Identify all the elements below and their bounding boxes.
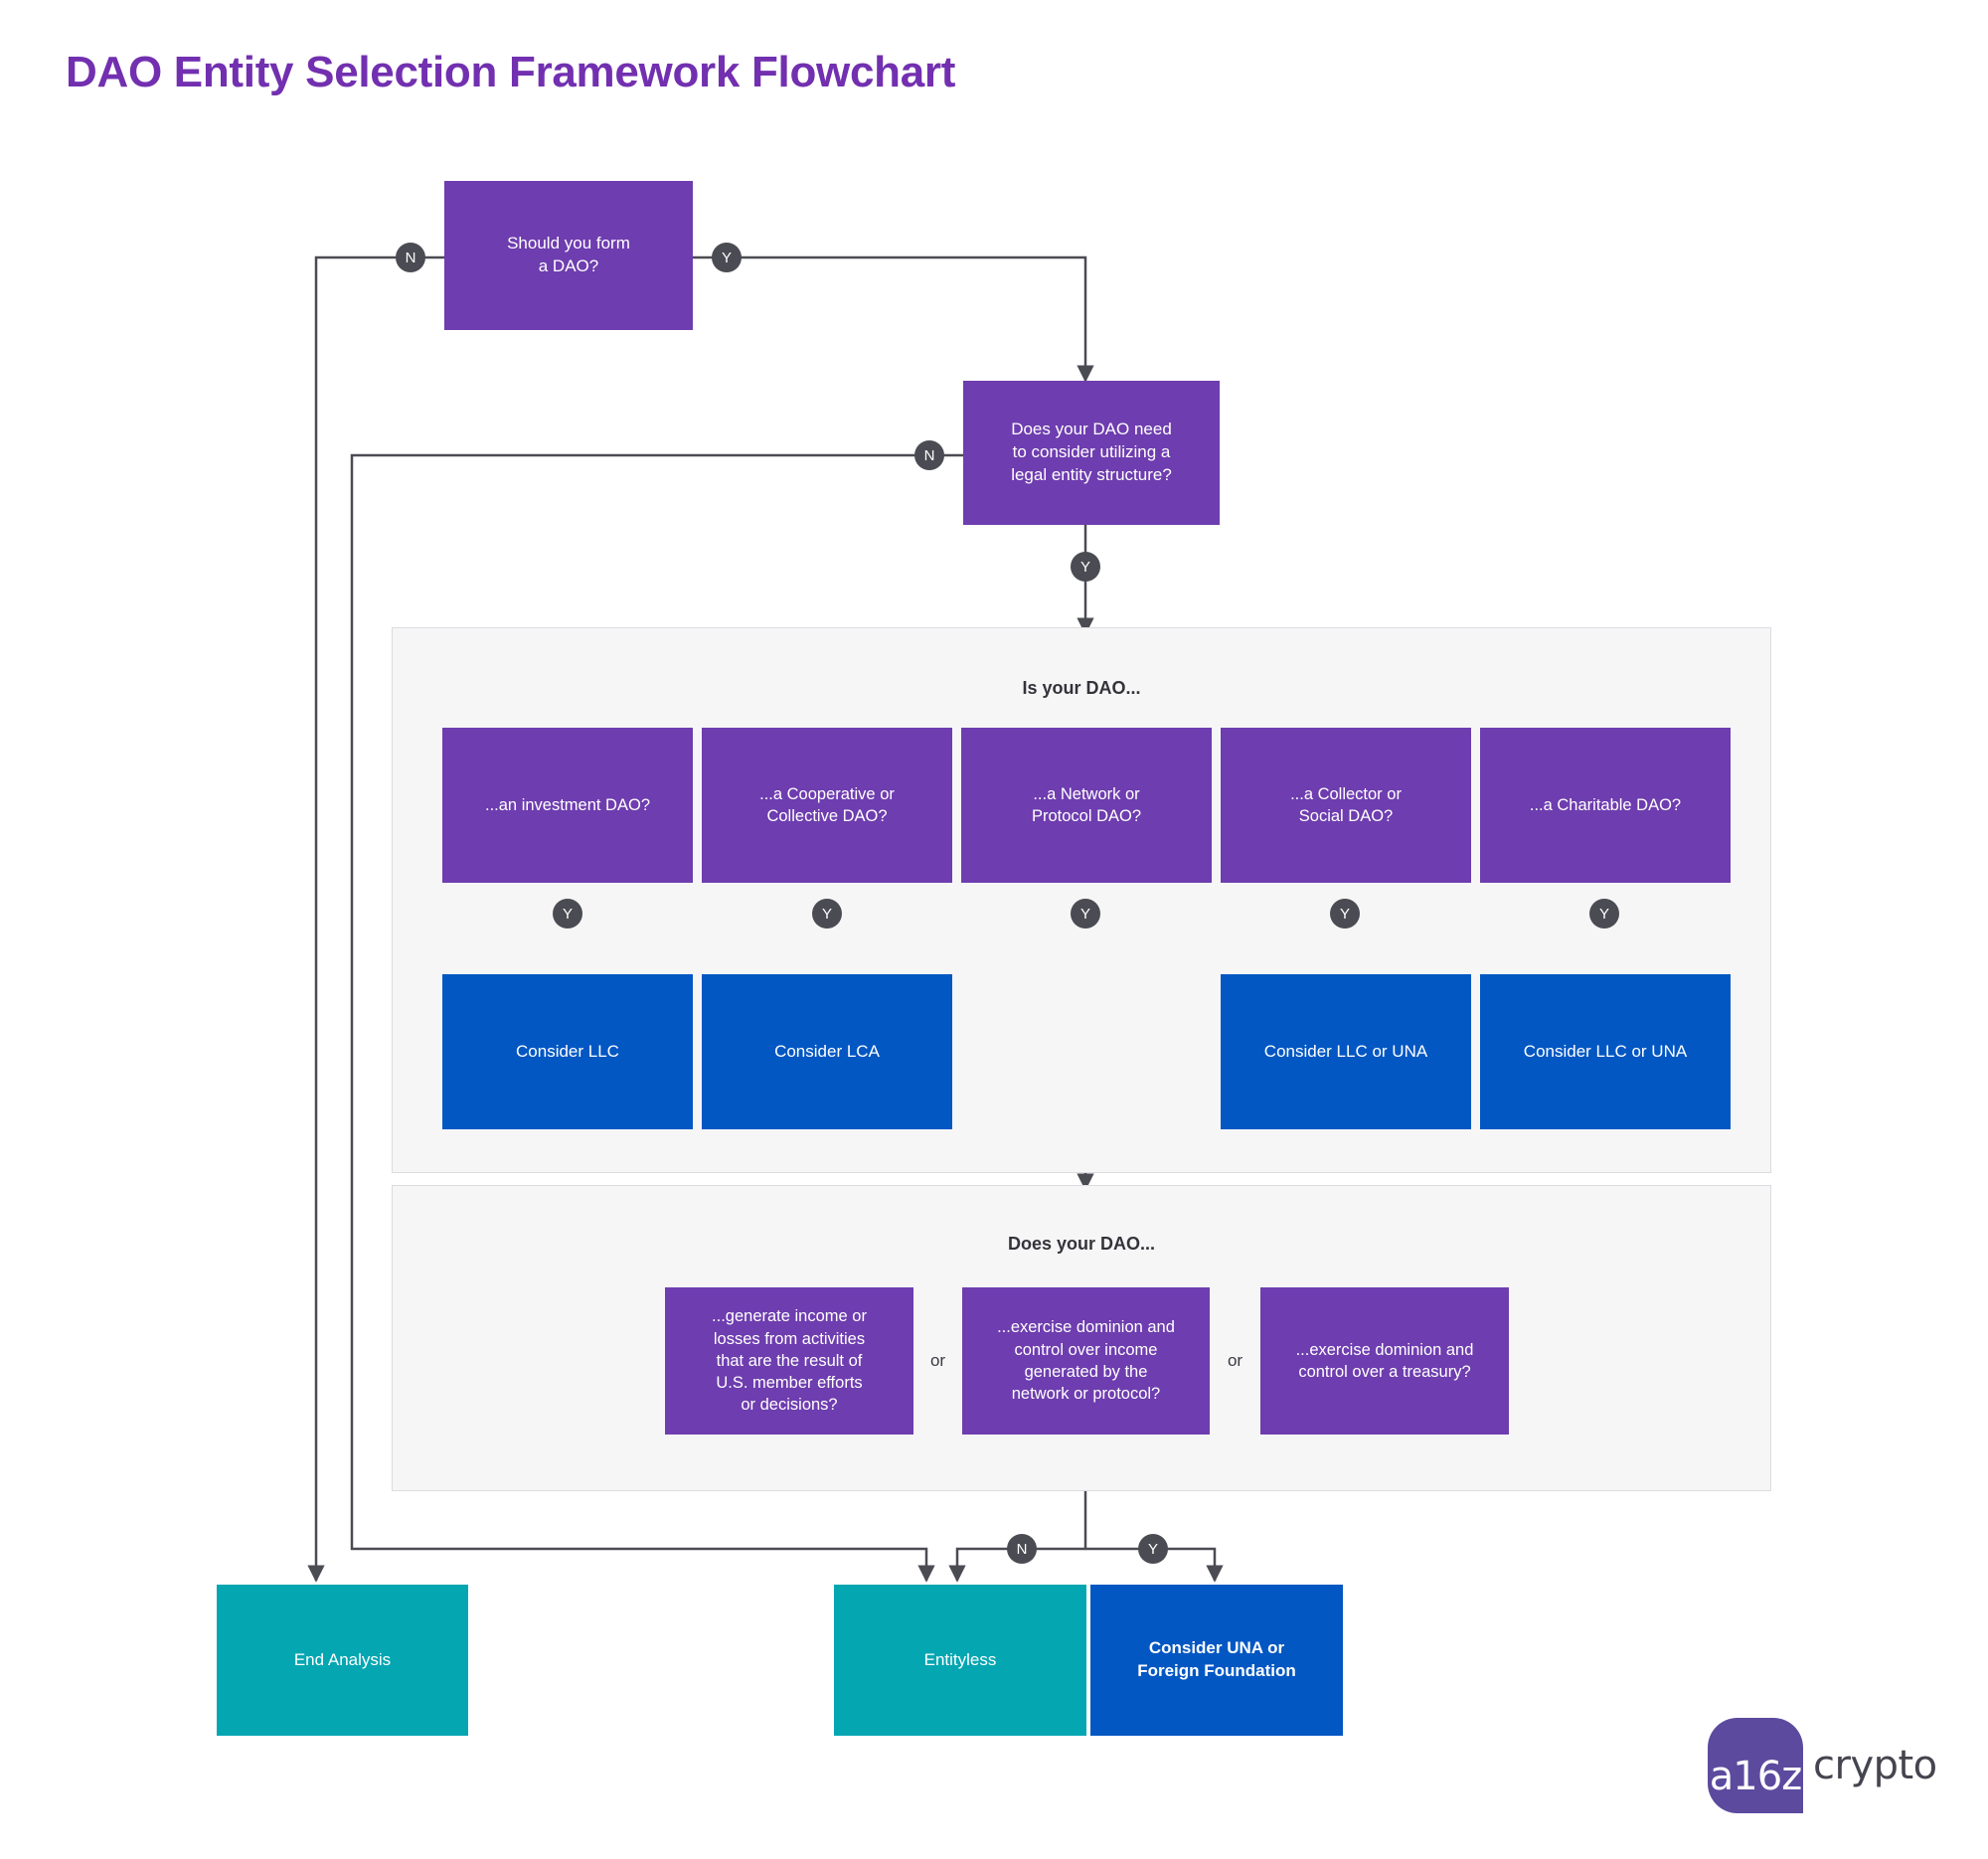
node-investment-dao[interactable]: ...an investment DAO? [442,728,693,883]
node-label: ...an investment DAO? [485,795,650,814]
page-title: DAO Entity Selection Framework Flowchart [66,48,956,96]
badge-legal-entity-no: N [914,440,944,470]
node-label: Consider UNA or Foreign Foundation [1137,1638,1296,1680]
node-entityless[interactable]: Entityless [834,1585,1086,1736]
badge-start-yes: Y [712,243,742,272]
badge-collector-yes: Y [1330,899,1360,929]
badge-charitable-yes: Y [1589,899,1619,929]
badge-does-your-dao-no: N [1007,1534,1037,1564]
node-label: ...a Network or Protocol DAO? [1031,784,1142,825]
node-label: Should you form a DAO? [507,234,630,275]
node-consider-llc[interactable]: Consider LLC [442,974,693,1129]
node-consider-una-or-foreign-foundation[interactable]: Consider UNA or Foreign Foundation [1090,1585,1343,1736]
badge-cooperative-yes: Y [812,899,842,929]
node-consider-lca[interactable]: Consider LCA [702,974,952,1129]
node-label: ...a Cooperative or Collective DAO? [759,784,895,825]
a16z-logo-mark: a16z [1708,1718,1803,1813]
or-label-1: or [929,1351,946,1370]
node-cooperative-collective-dao[interactable]: ...a Cooperative or Collective DAO? [702,728,952,883]
badge-investment-yes: Y [553,899,582,929]
badge-start-no: N [396,243,425,272]
node-generate-income-or-losses[interactable]: ...generate income or losses from activi… [665,1287,913,1435]
node-label: ...a Charitable DAO? [1529,795,1682,814]
a16z-logo-mark-text: a16z [1709,1754,1802,1799]
node-should-you-form-a-dao[interactable]: Should you form a DAO? [444,181,693,330]
node-label: Entityless [923,1649,997,1669]
node-label: ...exercise dominion and control over in… [997,1318,1175,1404]
node-dominion-over-network-income[interactable]: ...exercise dominion and control over in… [962,1287,1210,1435]
or-label-2: or [1227,1351,1243,1370]
node-charitable-dao[interactable]: ...a Charitable DAO? [1480,728,1731,883]
node-label: ...generate income or losses from activi… [712,1307,867,1415]
node-label: End Analysis [293,1649,392,1669]
node-label: Does your DAO need to consider utilizing… [1011,420,1172,484]
node-label: ...a Collector or Social DAO? [1290,784,1402,825]
node-consider-llc-or-una-collector[interactable]: Consider LLC or UNA [1221,974,1471,1129]
node-end-analysis[interactable]: End Analysis [217,1585,468,1736]
panel-is-your-dao-title: Is your DAO... [1022,678,1141,698]
node-dominion-over-treasury[interactable]: ...exercise dominion and control over a … [1260,1287,1509,1435]
badge-network-yes: Y [1071,899,1100,929]
node-label: ...exercise dominion and control over a … [1295,1340,1474,1381]
node-consider-llc-or-una-charitable[interactable]: Consider LLC or UNA [1480,974,1731,1129]
badge-legal-entity-yes: Y [1071,552,1100,582]
crypto-wordmark: crypto [1813,1743,1937,1788]
node-label: Consider LCA [774,1041,880,1061]
node-label: Consider LLC or UNA [1523,1041,1688,1061]
node-collector-social-dao[interactable]: ...a Collector or Social DAO? [1221,728,1471,883]
node-legal-entity-question[interactable]: Does your DAO need to consider utilizing… [963,381,1220,525]
panel-does-your-dao-title: Does your DAO... [1007,1234,1156,1254]
node-label: Consider LLC [516,1041,619,1061]
a16z-crypto-logo: a16z crypto [1708,1718,1937,1813]
badge-does-your-dao-yes: Y [1138,1534,1168,1564]
node-label: Consider LLC or UNA [1263,1041,1428,1061]
node-network-protocol-dao[interactable]: ...a Network or Protocol DAO? [961,728,1212,883]
